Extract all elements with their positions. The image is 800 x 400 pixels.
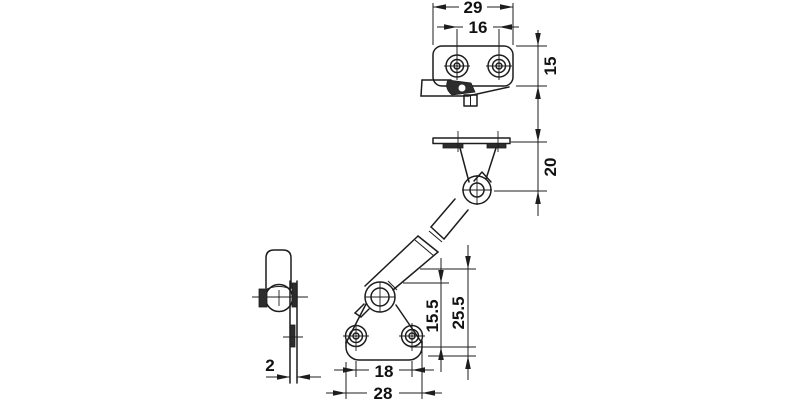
- dimension-2: 2: [265, 356, 321, 380]
- dim-label-18: 18: [375, 362, 394, 381]
- sleeve-arm: [364, 235, 419, 287]
- dim-arrow: [438, 347, 444, 360]
- roller-body: [265, 249, 292, 289]
- dim-arrow: [500, 4, 513, 10]
- dim-label-20: 20: [541, 158, 560, 177]
- dim-arrow: [277, 374, 290, 380]
- dim-label-28: 28: [374, 384, 393, 400]
- dimension-25_5: 25.5: [420, 245, 476, 380]
- dim-arrow: [499, 24, 512, 30]
- dim-label-16: 16: [469, 18, 488, 37]
- dim-arrow: [535, 191, 541, 204]
- dimension-15-and-20: 15 20: [494, 30, 560, 216]
- dim-label-25_5: 25.5: [449, 296, 468, 329]
- dim-arrow: [444, 24, 457, 30]
- dim-arrow: [297, 374, 310, 380]
- dim-arrow: [412, 367, 425, 373]
- dim-arrow: [343, 367, 356, 373]
- dimension-28: 28: [326, 350, 442, 400]
- dim-arrow: [438, 270, 444, 283]
- base-plate-outline: [345, 340, 423, 361]
- dimension-18: 18: [334, 361, 434, 381]
- dim-arrow: [422, 390, 435, 396]
- dim-arrow: [535, 86, 541, 99]
- arm-fitting-side-view: [428, 131, 511, 243]
- dim-arrow: [333, 390, 346, 396]
- base-fitting-side-view: [252, 249, 308, 384]
- dim-arrow: [433, 4, 446, 10]
- side-tab: [258, 288, 268, 308]
- base-fitting-front-view: [343, 235, 439, 361]
- side-plate: [432, 137, 511, 145]
- dim-arrow: [465, 356, 471, 369]
- dim-label-29: 29: [464, 0, 483, 17]
- top-plate-outline: [432, 45, 514, 87]
- dim-label-15: 15: [541, 57, 560, 76]
- dim-label-15_5: 15.5: [423, 299, 442, 332]
- dim-arrow: [465, 256, 471, 269]
- dim-arrow: [535, 129, 541, 142]
- dimension-29: 29: [432, 0, 514, 45]
- dim-arrow: [535, 33, 541, 46]
- dim-label-2: 2: [265, 356, 274, 375]
- dimension-16: 16: [437, 18, 519, 80]
- dimension-15_5: 15.5: [403, 258, 476, 372]
